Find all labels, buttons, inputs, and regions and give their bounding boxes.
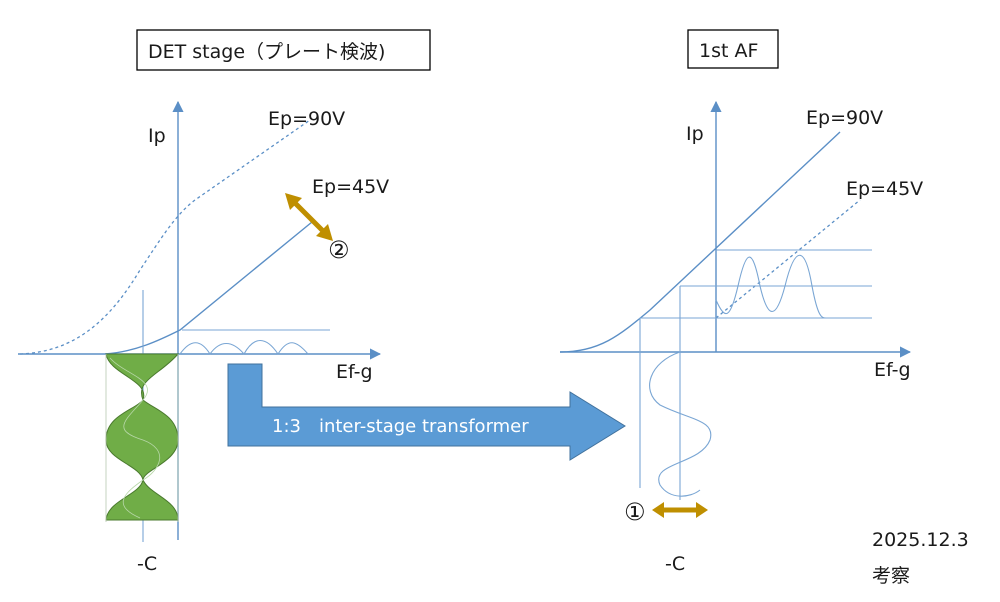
right-bias-label: -C [665,553,685,575]
left-curve-ep45 [104,221,313,355]
left-title-box [136,29,431,71]
transformer-arrow-label: 1:3 inter-stage transformer [272,416,529,437]
transformer-arrow: 1:3 inter-stage transformer [227,363,626,461]
right-title: 1st AF [699,40,758,62]
footer-note: 考察 [872,565,910,587]
right-curve-ep90-label: Ep=90V [806,107,883,129]
left-panel: DET stage（プレート検波) Ip Ef-g Ep=90V Ep=45V … [18,29,431,575]
transformer-arrow-shape [227,363,626,461]
right-curve-ep90 [559,131,841,353]
left-output-ripple [179,339,309,356]
right-marker: ① [624,498,646,526]
right-marker-arrow-head-a [652,502,664,518]
left-marker-arrow-head-b [316,224,333,241]
right-title-box [687,29,779,69]
left-marker-arrow [290,198,328,236]
left-x-axis-label: Ef-g [336,361,373,383]
left-curve-ep45-label: Ep=45V [312,176,389,198]
left-y-axis-label: Ip [148,125,166,147]
right-curve-ep45 [715,199,861,319]
left-marker-arrow-head-a [285,193,302,210]
right-marker-arrow-head-b [696,502,708,518]
left-marker: ② [328,236,350,264]
left-bias-label: -C [137,553,157,575]
right-y-axis-label: Ip [686,123,704,145]
right-panel: 1st AF Ip Ef-g Ep=90V Ep=45V -C ① [559,29,923,575]
left-curve-ep90 [19,119,311,355]
footer-date: 2025.12.3 [872,529,969,551]
right-x-axis-label: Ef-g [874,359,911,381]
right-output-wave [715,254,827,319]
right-curve-ep45-label: Ep=45V [846,178,923,200]
left-input-carrier [109,357,161,519]
left-title: DET stage（プレート検波) [148,41,385,63]
left-curve-ep90-label: Ep=90V [268,108,345,130]
left-input-envelope [105,353,180,521]
right-input-wave [649,351,712,497]
